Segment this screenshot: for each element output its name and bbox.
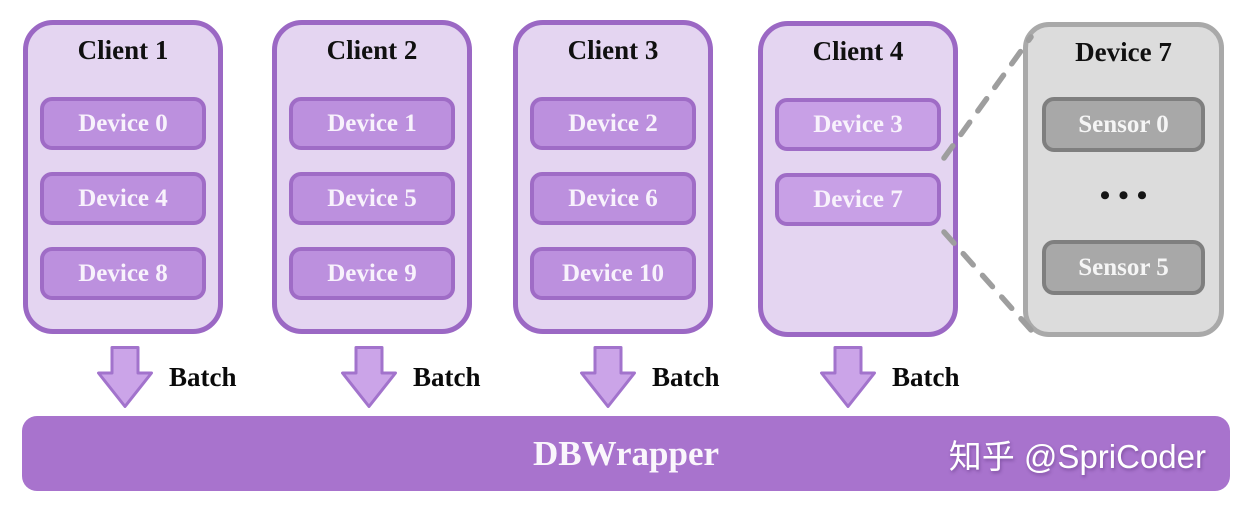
watermark-text: 知乎 @SpriCoder — [948, 437, 1206, 475]
device-10-node: Device 10 — [530, 247, 696, 300]
down-arrow-icon — [820, 346, 876, 408]
client-3-title: Client 3 — [567, 35, 659, 65]
client-4-box: Client 4 Device 3 Device 7 — [758, 21, 958, 337]
client-3-box: Client 3 Device 2 Device 6 Device 10 — [513, 20, 713, 334]
device-8-node: Device 8 — [40, 247, 206, 300]
client-2-box: Client 2 Device 1 Device 5 Device 9 — [272, 20, 472, 334]
sensors-ellipsis: ••• — [1099, 179, 1156, 212]
dbwrapper-bar: DBWrapper 知乎 @SpriCoder — [22, 416, 1230, 491]
client-4-title: Client 4 — [812, 36, 904, 66]
device-1-node: Device 1 — [289, 97, 455, 150]
client-1-title: Client 1 — [77, 35, 169, 65]
device-7-detail-box: Device 7 Sensor 0 ••• Sensor 5 — [1023, 22, 1224, 337]
device-7-detail-title: Device 7 — [1075, 37, 1172, 67]
down-arrow-icon — [341, 346, 397, 408]
batch-label-1: Batch — [169, 361, 237, 392]
batch-label-2: Batch — [413, 361, 481, 392]
batch-arrow-group-2: Batch — [341, 346, 481, 408]
device-5-node: Device 5 — [289, 172, 455, 225]
batch-label-4: Batch — [892, 361, 960, 392]
device-2-node: Device 2 — [530, 97, 696, 150]
device-7-node: Device 7 — [775, 173, 941, 226]
batch-arrow-group-1: Batch — [97, 346, 237, 408]
dbwrapper-label: DBWrapper — [532, 433, 720, 473]
device-0-node: Device 0 — [40, 97, 206, 150]
down-arrow-icon — [580, 346, 636, 408]
device-9-node: Device 9 — [289, 247, 455, 300]
batch-arrow-group-3: Batch — [580, 346, 720, 408]
sensor-0-node: Sensor 0 — [1042, 97, 1205, 152]
device-3-node: Device 3 — [775, 98, 941, 151]
client-2-title: Client 2 — [326, 35, 418, 65]
sensor-5-node: Sensor 5 — [1042, 240, 1205, 295]
batch-arrow-group-4: Batch — [820, 346, 960, 408]
down-arrow-icon — [97, 346, 153, 408]
device-6-node: Device 6 — [530, 172, 696, 225]
client-1-box: Client 1 Device 0 Device 4 Device 8 — [23, 20, 223, 334]
device-4-node: Device 4 — [40, 172, 206, 225]
batch-label-3: Batch — [652, 361, 720, 392]
